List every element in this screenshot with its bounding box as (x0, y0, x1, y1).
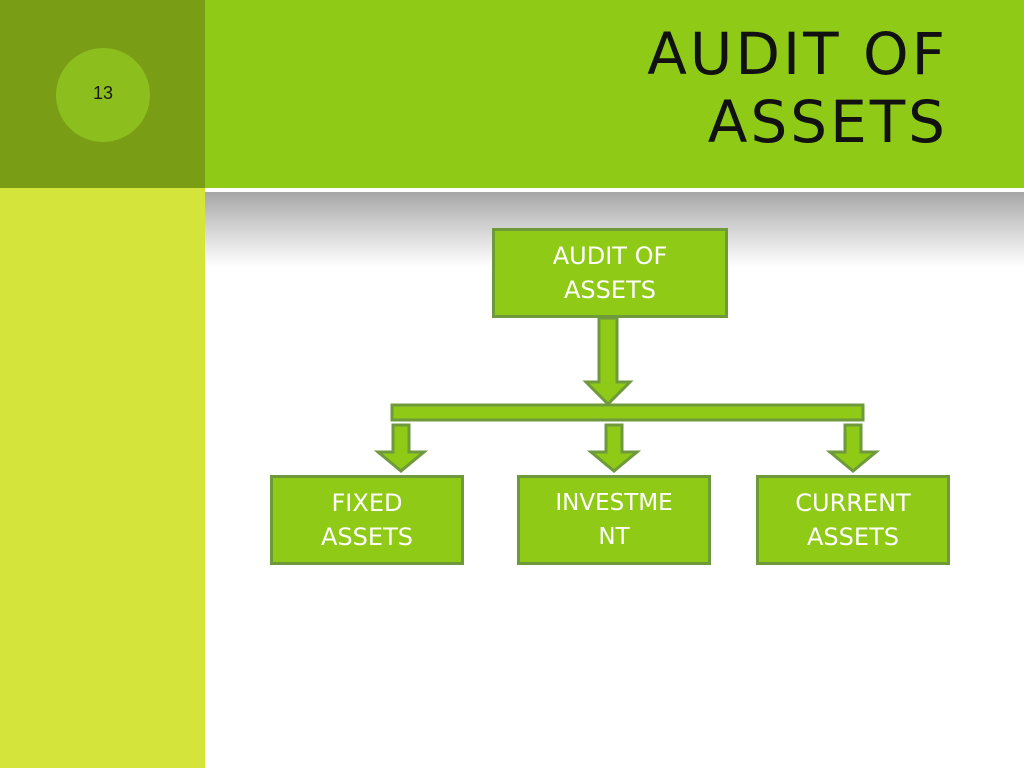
header-divider (205, 188, 1024, 192)
branch-bar (390, 403, 865, 422)
slide-title: AUDIT OF ASSETS (647, 20, 948, 156)
current-assets-arrow (825, 423, 881, 473)
node-label: CURRENT ASSETS (795, 489, 911, 551)
root-down-arrow (582, 316, 634, 407)
fixed-assets-arrow (373, 423, 429, 473)
left-sidebar-band (0, 188, 205, 768)
node-fixed-assets: FIXED ASSETS (270, 475, 464, 565)
node-label: FIXED ASSETS (321, 489, 413, 551)
node-investment: INVESTME NT (517, 475, 711, 565)
node-label: AUDIT OF ASSETS (552, 242, 668, 304)
node-label: INVESTME NT (555, 490, 673, 550)
slide-number-badge: 13 (56, 48, 150, 142)
investment-arrow (586, 423, 642, 473)
header-band (205, 0, 1024, 188)
node-current-assets: CURRENT ASSETS (756, 475, 950, 565)
node-audit-of-assets: AUDIT OF ASSETS (492, 228, 728, 318)
slide-number: 13 (92, 82, 114, 103)
